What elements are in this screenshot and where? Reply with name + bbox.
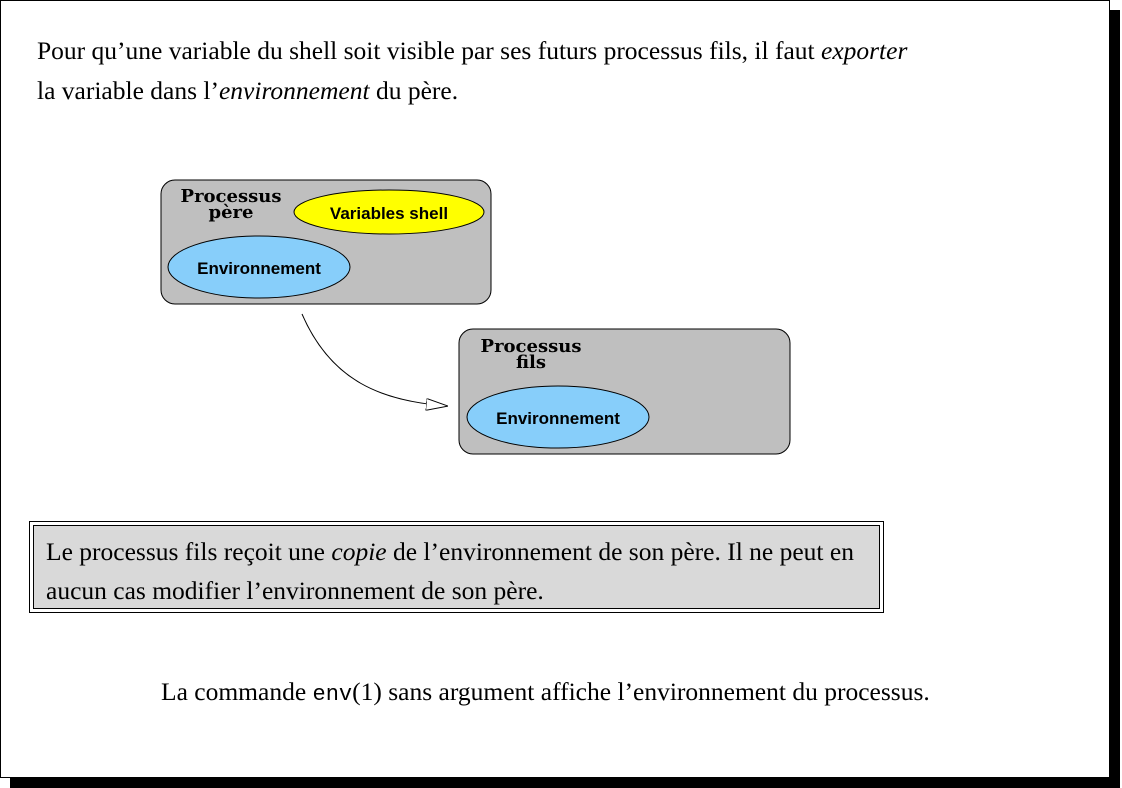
intro-text-2: la variable dans l’ bbox=[37, 76, 219, 105]
shell-variables-label: Variables shell bbox=[330, 204, 448, 223]
note-text-2: de l’environnement de son père. Il ne pe… bbox=[46, 537, 854, 605]
intro-emphasis-environnement: environnement bbox=[218, 76, 370, 105]
shell-variables-ellipse bbox=[293, 189, 485, 235]
child-process-box: Processus fils Environnement bbox=[458, 328, 791, 455]
intro-text-1: Pour qu’une variable du shell soit visib… bbox=[37, 36, 821, 65]
note-box: Le processus fils reçoit une copie de l’… bbox=[29, 521, 884, 613]
copy-arrow bbox=[301, 313, 447, 406]
parent-env-ellipse bbox=[167, 235, 351, 299]
note-emphasis-copie: copie bbox=[331, 537, 387, 566]
footer-text-1: La commande bbox=[161, 677, 313, 706]
footer-command: env bbox=[312, 682, 353, 707]
process-diagram: Processus père Variables shell Environne… bbox=[160, 179, 791, 455]
intro-paragraph: Pour qu’une variable du shell soit visib… bbox=[37, 31, 1077, 111]
child-title-line1: Processus bbox=[481, 336, 582, 357]
parent-title-line2: père bbox=[209, 202, 254, 223]
intro-text-3: du père. bbox=[369, 76, 459, 105]
footer-sentence: La commande env(1) sans argument affiche… bbox=[161, 673, 1081, 714]
intro-emphasis-exporter: exporter bbox=[821, 36, 908, 65]
parent-env-label: Environnement bbox=[197, 259, 321, 278]
parent-process-box: Processus père Variables shell Environne… bbox=[160, 179, 492, 305]
footer-text-2: (1) sans argument affiche l’environnemen… bbox=[352, 677, 930, 706]
child-title-line2: fils bbox=[516, 352, 546, 373]
note-text-1: Le processus fils reçoit une bbox=[46, 537, 332, 566]
parent-title-line1: Processus bbox=[181, 186, 282, 207]
child-env-label: Environnement bbox=[496, 409, 620, 428]
child-env-ellipse bbox=[466, 385, 650, 449]
slide: Pour qu’une variable du shell soit visib… bbox=[0, 0, 1110, 778]
note-text: Le processus fils reçoit une copie de l’… bbox=[33, 525, 880, 609]
